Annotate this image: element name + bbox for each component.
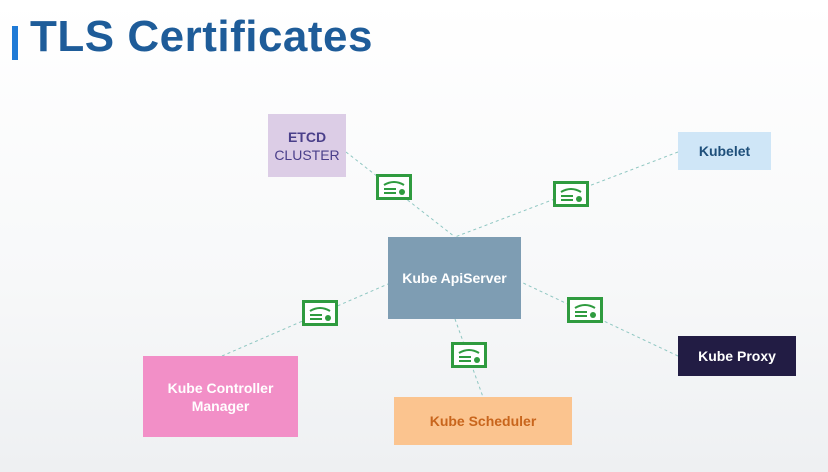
node-etcd-line2: CLUSTER	[274, 146, 340, 163]
node-controller-line2: Manager	[191, 397, 250, 414]
certificate-icon	[553, 181, 589, 207]
node-kube-controller-manager: Kube Controller Manager	[143, 356, 298, 437]
node-kube-proxy-label: Kube Proxy	[698, 348, 776, 364]
connector-etcd	[345, 151, 456, 238]
node-kubelet-label: Kubelet	[698, 143, 751, 159]
certificate-icon	[302, 300, 338, 326]
page-title: TLS Certificates	[30, 12, 373, 61]
node-kube-proxy: Kube Proxy	[678, 336, 796, 376]
node-etcd-cluster: ETCD CLUSTER	[268, 114, 346, 177]
title-accent-bar	[12, 26, 18, 60]
node-scheduler-label: Kube Scheduler	[429, 413, 537, 429]
certificate-icon	[567, 297, 603, 323]
certificate-icon	[451, 342, 487, 368]
node-etcd-line1: ETCD	[287, 128, 327, 145]
connector-scheduler	[454, 318, 484, 398]
node-kubelet: Kubelet	[678, 132, 771, 170]
node-kube-apiserver: Kube ApiServer	[388, 237, 521, 319]
certificate-icon	[376, 174, 412, 200]
node-apiserver-label: Kube ApiServer	[402, 270, 507, 286]
connector-kubelet	[454, 151, 679, 238]
node-controller-line1: Kube Controller	[167, 379, 274, 396]
node-kube-scheduler: Kube Scheduler	[394, 397, 572, 445]
